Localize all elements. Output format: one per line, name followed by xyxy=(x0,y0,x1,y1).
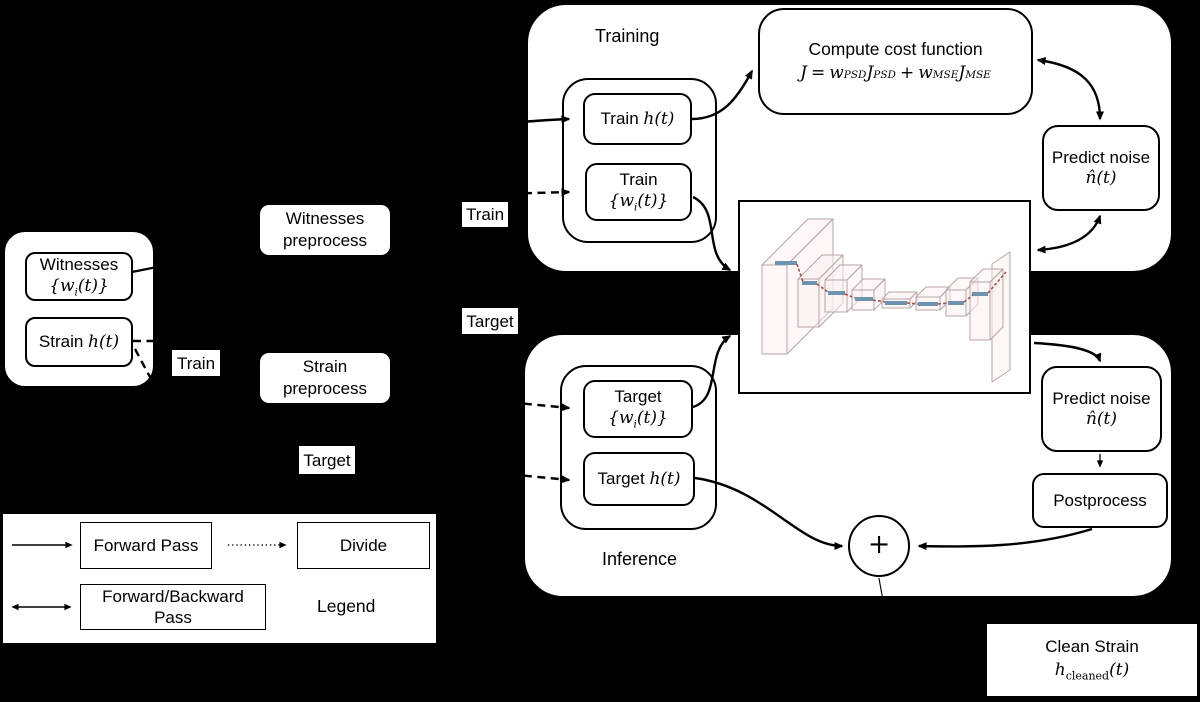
nn-connections xyxy=(796,263,1007,305)
train-w-math: {wi(t)} xyxy=(608,191,669,214)
training-title: Training xyxy=(595,26,660,46)
postprocess-box: Postprocess xyxy=(1032,473,1168,528)
predict-noise-train-title: Predict noise xyxy=(1051,147,1151,167)
neural-network-box xyxy=(738,200,1031,394)
predict-noise-infer-box: Predict noise n̂(t) xyxy=(1041,366,1162,452)
train-w-box: Train {wi(t)} xyxy=(585,163,692,221)
nn-feature-bars xyxy=(775,261,988,306)
target-w-math: {wi(t)} xyxy=(608,408,668,431)
clean-strain-box: Clean Strain hcleaned(t) xyxy=(986,623,1198,697)
target-h-label: Target h(t) xyxy=(597,468,681,489)
strain-box: Strain h(t) xyxy=(25,317,133,367)
strain-preprocess-label: Strain preprocess xyxy=(282,356,368,398)
label-train-mid: Train xyxy=(462,202,508,227)
cost-function-title: Compute cost function xyxy=(808,38,983,59)
predict-noise-train-box: Predict noise n̂(t) xyxy=(1042,125,1160,211)
target-w-box: Target {wi(t)} xyxy=(583,380,693,438)
witnesses-box: Witnesses {wi(t)} xyxy=(25,252,133,301)
legend-divide-label: Divide xyxy=(339,535,388,555)
witnesses-preprocess-box: Witnesses preprocess xyxy=(260,205,390,255)
legend-forward-pass-label: Forward Pass xyxy=(93,535,199,555)
postprocess-label: Postprocess xyxy=(1053,490,1147,510)
target-h-box: Target h(t) xyxy=(583,452,695,506)
clean-strain-title: Clean Strain xyxy=(1045,636,1139,656)
label-target-mid: Target xyxy=(462,308,518,334)
train-h-label: Train h(t) xyxy=(600,108,675,129)
legend-forward-backward-box: Forward/Backward Pass xyxy=(80,584,266,630)
predict-noise-infer-title: Predict noise xyxy=(1052,388,1151,408)
legend-forward-pass-box: Forward Pass xyxy=(80,522,212,569)
inference-title: Inference xyxy=(602,549,678,569)
neural-network-illustration xyxy=(761,218,1011,383)
sum-node: + xyxy=(848,515,910,577)
label-target-bottom: Target xyxy=(299,446,355,474)
train-w-title: Train xyxy=(619,170,658,190)
clean-strain-math: hcleaned(t) xyxy=(1054,659,1130,683)
legend-title: Legend xyxy=(317,596,376,616)
label-train-left: Train xyxy=(172,350,220,376)
predict-noise-infer-math: n̂(t) xyxy=(1085,409,1118,429)
witnesses-box-math: {wi(t)} xyxy=(49,275,109,299)
legend-divide-box: Divide xyxy=(297,522,430,569)
strain-box-label: Strain h(t) xyxy=(38,331,120,352)
witnesses-preprocess-label: Witnesses preprocess xyxy=(282,208,368,250)
predict-noise-train-math: n̂(t) xyxy=(1085,168,1117,188)
legend-forward-backward-label: Forward/Backward Pass xyxy=(102,586,244,627)
target-w-title: Target xyxy=(614,387,662,407)
witnesses-box-title: Witnesses xyxy=(39,254,119,274)
sum-node-plus: + xyxy=(867,529,891,560)
train-h-box: Train h(t) xyxy=(583,93,692,145)
strain-preprocess-box: Strain preprocess xyxy=(260,353,390,403)
